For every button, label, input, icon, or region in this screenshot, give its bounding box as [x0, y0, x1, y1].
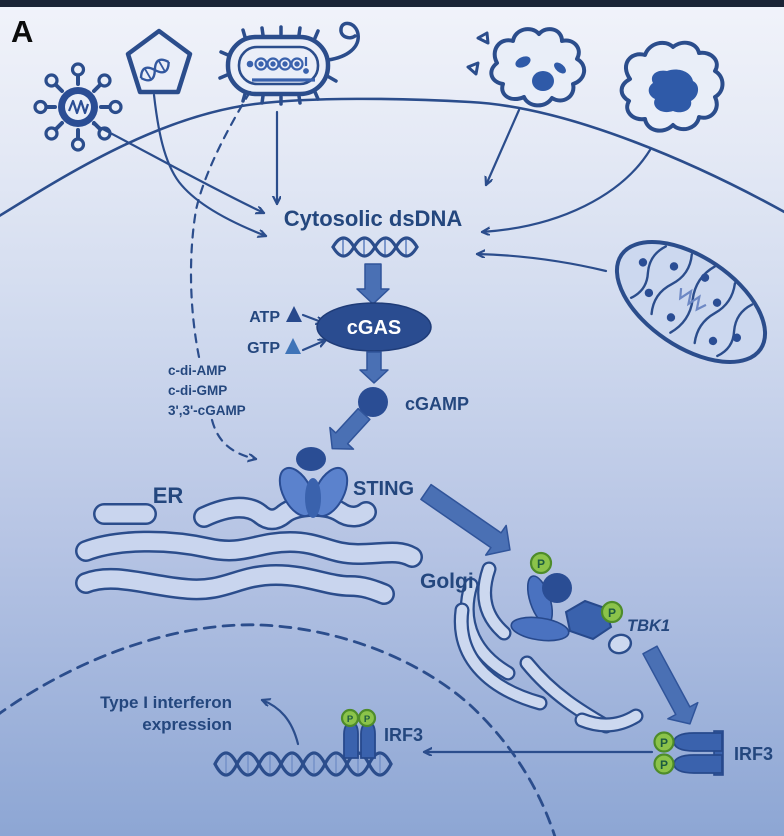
dsdna-label: Cytosolic dsDNA: [284, 206, 463, 231]
irf3-phosphorylated: P P: [653, 730, 724, 776]
phospho-mark: [653, 731, 675, 753]
svg-text:P: P: [660, 736, 668, 750]
phospho-mark: [529, 551, 553, 575]
arrow-capsid-to-dsdna: [152, 93, 268, 236]
atp-triangle: [286, 306, 302, 322]
mitochondrion-icon: [614, 240, 768, 364]
gtp-triangle: [285, 338, 301, 354]
arrow-tumor-cell-to-dsdna: [480, 148, 652, 232]
er-label: ER: [153, 483, 184, 508]
atp-label: ATP: [249, 309, 280, 326]
gtp-label: GTP: [247, 340, 280, 357]
irf3-nuclear-label: IRF3: [384, 725, 423, 745]
block-arrow-cgas-to-cgamp: [359, 351, 389, 384]
top-bar: [0, 0, 784, 7]
viral-capsid-icon: [125, 28, 193, 95]
svg-text:P: P: [537, 557, 545, 571]
dying-cell-icon: [466, 27, 586, 108]
cgas-enzyme: [316, 302, 432, 352]
block-arrow-tbk1-to-irf3: [642, 645, 699, 725]
type-i-ifn-line1: Type I interferon: [100, 693, 232, 712]
arrow-mitochondrion-to-dsdna: [475, 254, 608, 273]
arrow-virus-to-dsdna: [91, 122, 266, 213]
phospho-mark: [600, 600, 624, 624]
cgamp-molecule: [358, 387, 388, 417]
irf3-dimer-on-dna: P P: [340, 708, 377, 759]
nuclear-dna-helix: [213, 751, 393, 777]
tbk1-label: TBK1: [627, 617, 670, 635]
cgamp-bound: [296, 447, 326, 471]
plasma-membrane: [0, 97, 784, 218]
svg-text:c-di-AMP: c-di-AMP: [168, 363, 227, 378]
cdn-list: c-di-AMP c-di-GMP 3',3'-cGAMP: [168, 363, 246, 418]
svg-text:P: P: [347, 714, 354, 725]
sting-tbk1-complex: P P: [510, 551, 624, 642]
flagellum: [326, 21, 360, 62]
cell-debris: [466, 61, 480, 76]
dsdna-helix: [331, 236, 419, 258]
phospho-mark: [653, 753, 675, 775]
svg-text:c-di-GMP: c-di-GMP: [168, 383, 227, 398]
golgi-organelle: [453, 561, 644, 734]
cgamp-label: cGAMP: [405, 394, 469, 414]
arrow-gtp-to-cgas: [301, 340, 328, 352]
svg-text:3',3'-cGAMP: 3',3'-cGAMP: [168, 403, 246, 418]
svg-text:P: P: [364, 714, 371, 725]
arrow-dying-cell-to-dsdna: [486, 108, 521, 187]
block-arrow-cgamp-to-sting: [329, 407, 371, 450]
mitochondrial-dna: [678, 287, 707, 312]
cgas-label: cGAS: [347, 317, 401, 339]
arrow-transcription: [260, 700, 300, 746]
bacterial-dna: [246, 57, 315, 82]
golgi-label: Golgi: [420, 570, 474, 593]
irf3-cytoplasmic-label: IRF3: [734, 744, 773, 764]
tbk1-kinase: [564, 599, 613, 641]
sting-label: STING: [353, 478, 414, 500]
phospho-mark: [357, 708, 377, 728]
panel-label: A: [11, 14, 33, 49]
er-organelle: [75, 494, 423, 605]
svg-text:P: P: [608, 606, 616, 620]
cell-debris: [476, 31, 490, 45]
dashed-cdn-to-sting-arrow: [210, 418, 258, 459]
nuclear-envelope: [0, 623, 557, 836]
tumor-cell-icon: [619, 40, 725, 133]
sting-receptor: [278, 447, 349, 518]
block-arrow-dsdna-to-cgas: [356, 263, 390, 305]
virus-icon: [33, 62, 123, 152]
type-i-ifn-line2: expression: [142, 715, 232, 734]
svg-text:P: P: [660, 758, 668, 772]
block-arrow-sting-to-golgi: [420, 483, 511, 556]
bacterium-icon: [218, 21, 360, 106]
